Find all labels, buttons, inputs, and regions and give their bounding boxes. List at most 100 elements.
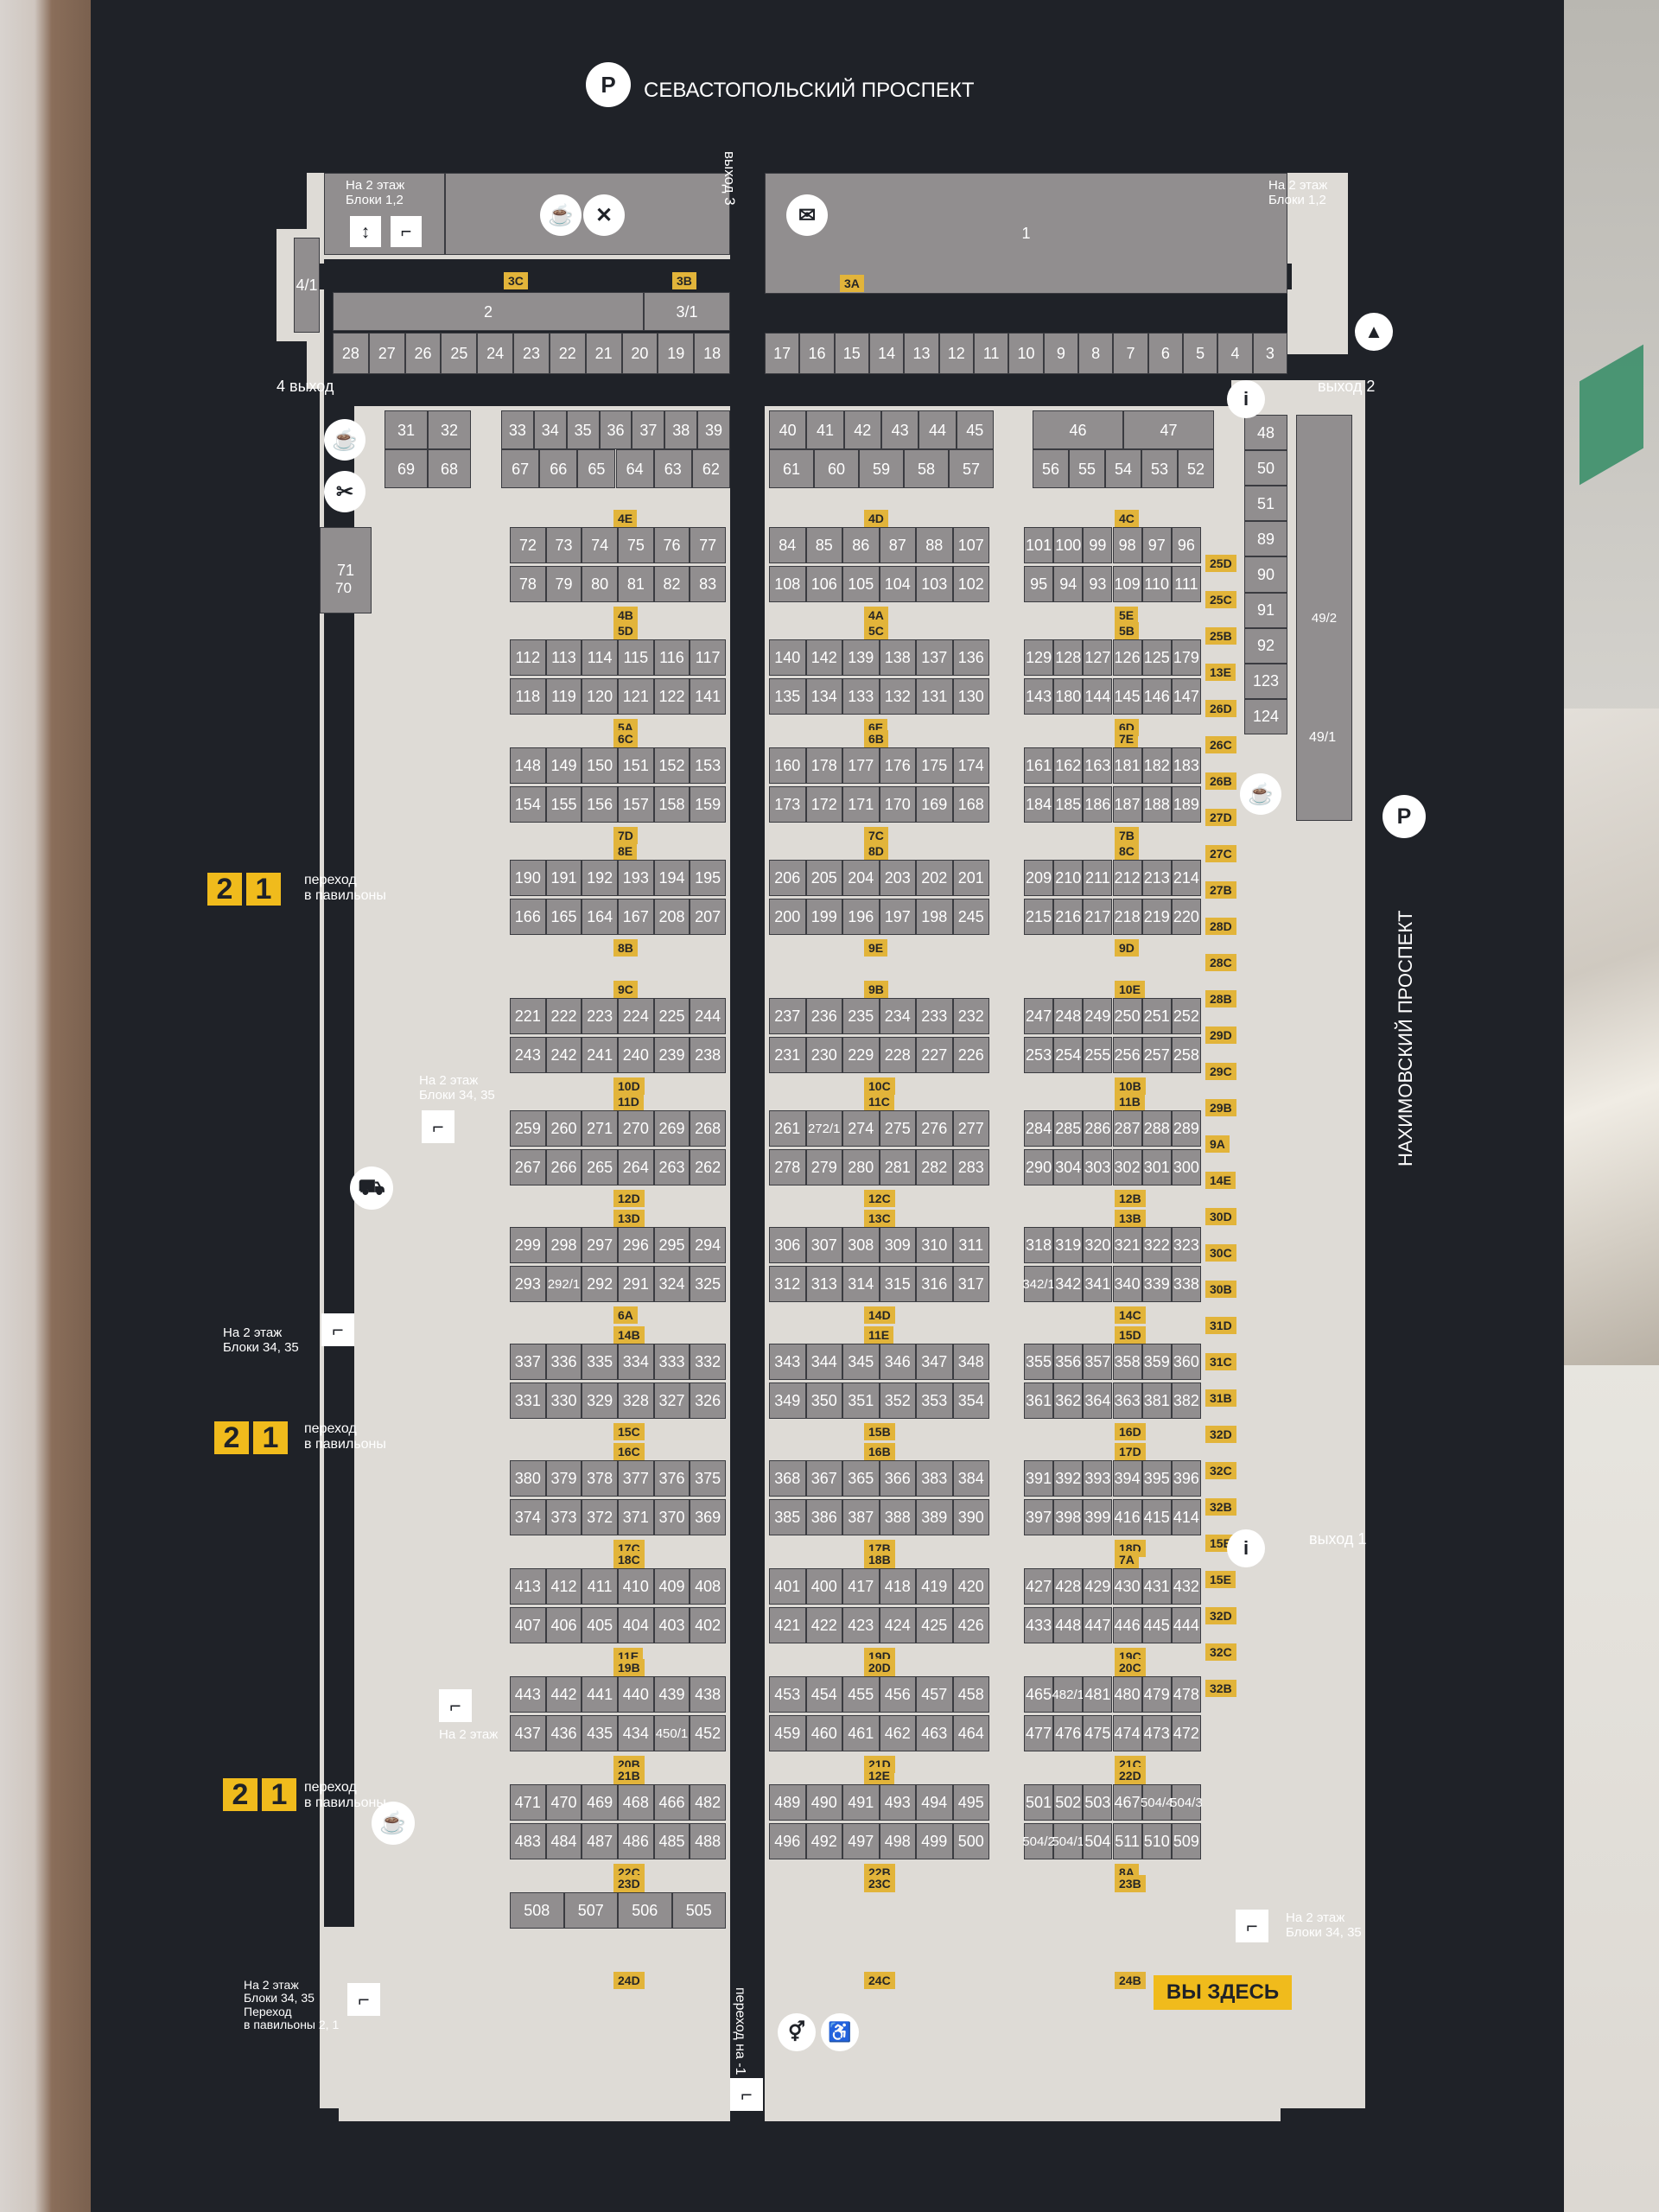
shop-unit[interactable]: 476: [1053, 1715, 1084, 1751]
shop-unit[interactable]: 281: [879, 1149, 916, 1185]
shop-unit[interactable]: 101: [1024, 527, 1054, 563]
shop-unit[interactable]: 184: [1024, 786, 1054, 823]
shop-unit[interactable]: 231: [769, 1037, 806, 1073]
shop-unit[interactable]: 22: [549, 333, 586, 374]
shop-unit[interactable]: 191: [545, 860, 582, 896]
shop-unit[interactable]: 77: [690, 527, 726, 563]
shop-unit[interactable]: 192: [582, 860, 618, 896]
shop-unit[interactable]: 390: [952, 1499, 989, 1535]
shop-unit[interactable]: 288: [1141, 1110, 1172, 1147]
shop-unit[interactable]: 78: [510, 566, 546, 602]
shop-unit[interactable]: 380: [510, 1460, 546, 1497]
shop-unit[interactable]: 483: [510, 1823, 546, 1859]
shop-unit[interactable]: 427: [1024, 1568, 1054, 1605]
shop-unit[interactable]: 423: [842, 1607, 880, 1643]
shop-unit[interactable]: 327: [653, 1382, 690, 1419]
shop-unit[interactable]: 172: [805, 786, 842, 823]
shop-unit[interactable]: 152: [653, 747, 690, 784]
shop-unit[interactable]: 445: [1141, 1607, 1172, 1643]
shop-unit[interactable]: 60: [814, 449, 859, 488]
shop-unit[interactable]: 257: [1141, 1037, 1172, 1073]
shop-unit[interactable]: 182: [1141, 747, 1172, 784]
shop-unit[interactable]: 59: [859, 449, 904, 488]
shop-unit[interactable]: 165: [545, 899, 582, 935]
shop-unit[interactable]: 259: [510, 1110, 546, 1147]
shop-unit[interactable]: 376: [653, 1460, 690, 1497]
shop-unit[interactable]: 416: [1112, 1499, 1142, 1535]
shop-unit[interactable]: 42: [843, 410, 881, 449]
shop-unit[interactable]: 316: [916, 1266, 953, 1302]
shop-unit[interactable]: 454: [805, 1676, 842, 1713]
shop-unit[interactable]: 328: [618, 1382, 654, 1419]
shop-unit[interactable]: 234: [879, 998, 916, 1034]
shop-unit[interactable]: 282: [916, 1149, 953, 1185]
shop-unit[interactable]: 115: [618, 639, 654, 676]
shop-unit[interactable]: 180: [1053, 678, 1084, 715]
shop-unit[interactable]: 92: [1244, 627, 1287, 664]
shop-unit[interactable]: 452: [690, 1715, 726, 1751]
shop-unit[interactable]: 412: [545, 1568, 582, 1605]
shop-unit[interactable]: 240: [618, 1037, 654, 1073]
shop-unit[interactable]: 361: [1024, 1382, 1054, 1419]
shop-unit[interactable]: 406: [545, 1607, 582, 1643]
shop-unit[interactable]: 446: [1112, 1607, 1142, 1643]
shop-unit[interactable]: 422: [805, 1607, 842, 1643]
shop-unit[interactable]: 225: [653, 998, 690, 1034]
shop-unit[interactable]: 371: [618, 1499, 654, 1535]
shop-unit[interactable]: 186: [1083, 786, 1113, 823]
shop-unit[interactable]: 232: [952, 998, 989, 1034]
shop-unit[interactable]: 188: [1141, 786, 1172, 823]
shop-unit[interactable]: 421: [769, 1607, 806, 1643]
shop-unit[interactable]: 377: [618, 1460, 654, 1497]
shop-unit[interactable]: 409: [653, 1568, 690, 1605]
shop-unit[interactable]: 95: [1024, 566, 1054, 602]
shop-unit[interactable]: 185: [1053, 786, 1084, 823]
shop-unit[interactable]: 227: [916, 1037, 953, 1073]
shop-unit[interactable]: 132: [879, 678, 916, 715]
shop-unit[interactable]: 353: [916, 1382, 953, 1419]
shop-unit[interactable]: 344: [805, 1344, 842, 1380]
shop-unit[interactable]: 437: [510, 1715, 546, 1751]
shop-unit[interactable]: 61: [769, 449, 814, 488]
shop-unit[interactable]: 169: [916, 786, 953, 823]
shop-unit[interactable]: 336: [545, 1344, 582, 1380]
shop-unit[interactable]: 480: [1112, 1676, 1142, 1713]
shop-unit[interactable]: 386: [805, 1499, 842, 1535]
shop-unit[interactable]: 83: [690, 566, 726, 602]
shop-unit[interactable]: 509: [1171, 1823, 1201, 1859]
shop-unit[interactable]: 247: [1024, 998, 1054, 1034]
shop-unit[interactable]: 18: [694, 333, 730, 374]
shop-unit[interactable]: 161: [1024, 747, 1054, 784]
shop-unit[interactable]: 126: [1112, 639, 1142, 676]
shop-unit[interactable]: 443: [510, 1676, 546, 1713]
shop-unit[interactable]: 21: [585, 333, 622, 374]
shop-unit[interactable]: 133: [842, 678, 880, 715]
shop-unit[interactable]: 447: [1083, 1607, 1113, 1643]
shop-unit[interactable]: 417: [842, 1568, 880, 1605]
shop-unit[interactable]: 68: [428, 449, 471, 488]
shop-unit[interactable]: 194: [653, 860, 690, 896]
shop-unit[interactable]: 318: [1024, 1227, 1054, 1263]
shop-unit[interactable]: 204: [842, 860, 880, 896]
shop-unit[interactable]: 85: [805, 527, 842, 563]
shop-unit[interactable]: 389: [916, 1499, 953, 1535]
shop-unit[interactable]: 431: [1141, 1568, 1172, 1605]
shop-unit[interactable]: 200: [769, 899, 806, 935]
shop-unit[interactable]: 170: [879, 786, 916, 823]
shop-unit[interactable]: 331: [510, 1382, 546, 1419]
shop-unit[interactable]: 418: [879, 1568, 916, 1605]
shop-unit[interactable]: 252: [1171, 998, 1201, 1034]
shop-unit[interactable]: 464: [952, 1715, 989, 1751]
shop-unit[interactable]: 378: [582, 1460, 618, 1497]
shop-unit[interactable]: 235: [842, 998, 880, 1034]
shop-unit[interactable]: 145: [1112, 678, 1142, 715]
shop-unit[interactable]: 308: [842, 1227, 880, 1263]
shop-unit[interactable]: 388: [879, 1499, 916, 1535]
shop-unit[interactable]: 198: [916, 899, 953, 935]
shop-unit[interactable]: 414: [1171, 1499, 1201, 1535]
shop-unit[interactable]: 175: [916, 747, 953, 784]
shop-unit[interactable]: 255: [1083, 1037, 1113, 1073]
shop-unit[interactable]: 116: [653, 639, 690, 676]
shop-unit[interactable]: 244: [690, 998, 726, 1034]
shop-unit[interactable]: 334: [618, 1344, 654, 1380]
